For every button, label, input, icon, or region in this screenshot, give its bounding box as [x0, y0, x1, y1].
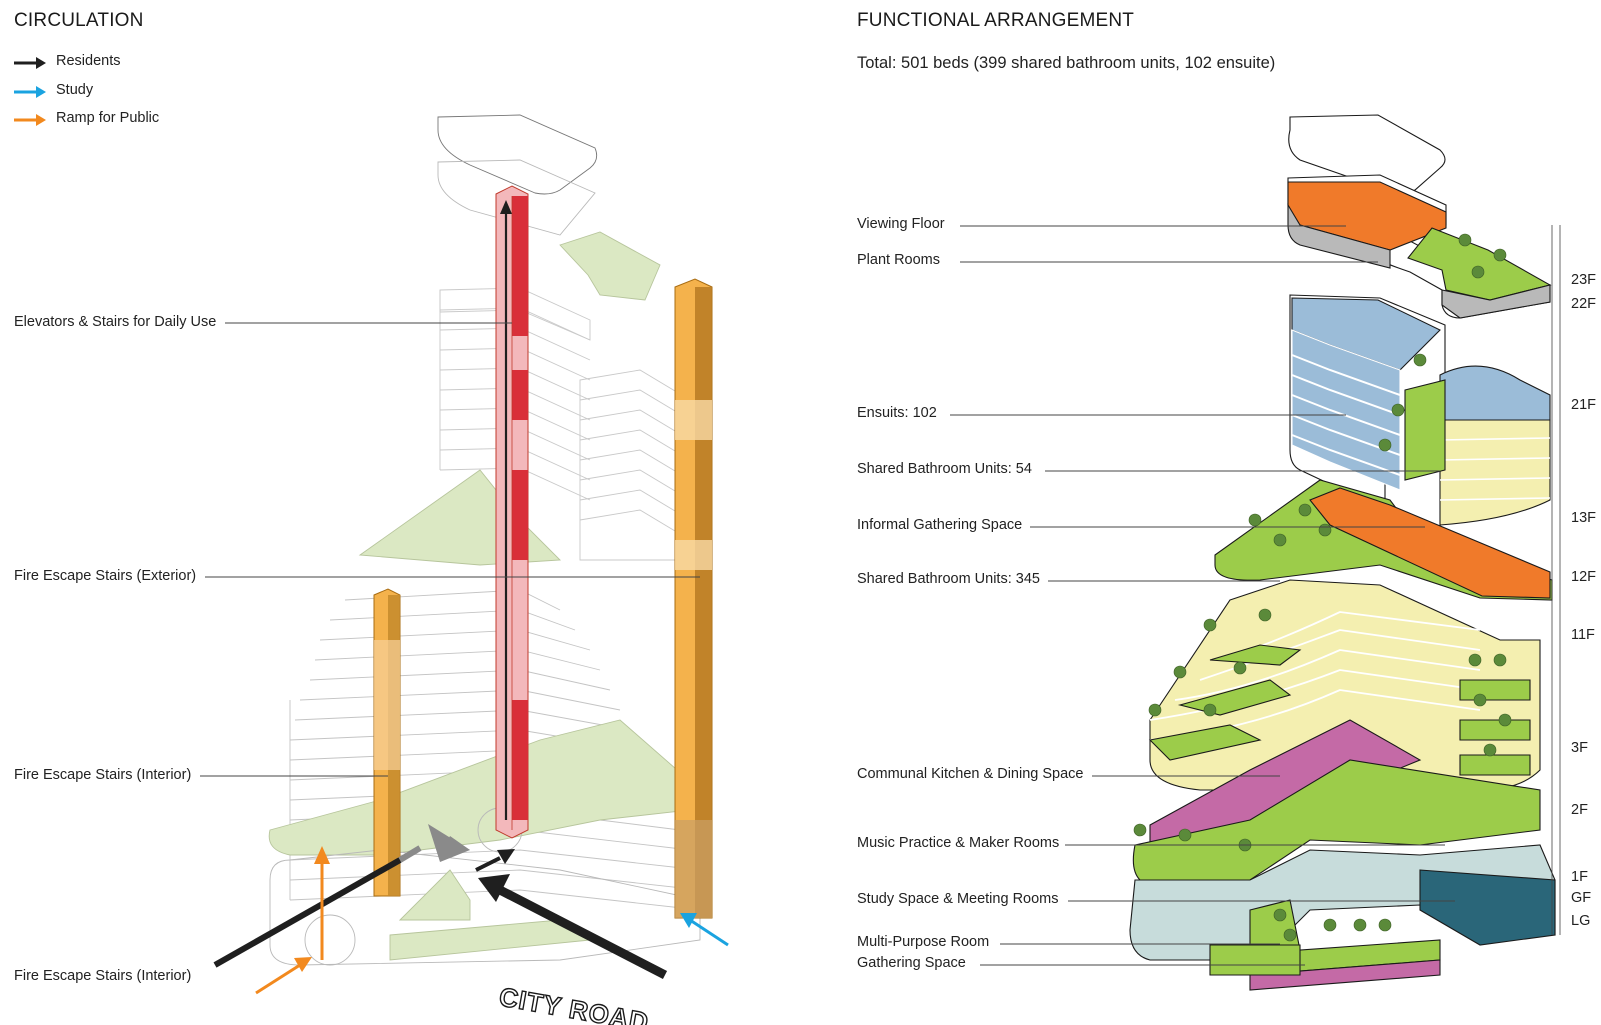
legend-label-study: Study — [56, 82, 94, 98]
floor-label-13f: 13F — [1571, 510, 1596, 526]
callout-gathering-space: Gathering Space — [857, 955, 970, 971]
arrow-icon-residents — [14, 57, 46, 69]
callout-multi-purpose: Multi-Purpose Room — [857, 934, 994, 950]
circulation-title: CIRCULATION — [14, 10, 144, 31]
floor-label-lg: LG — [1571, 913, 1591, 929]
legend-label-residents: Residents — [56, 53, 121, 69]
left-leader-lines — [200, 322, 700, 777]
interior-fire-stair — [373, 588, 401, 897]
callout-shared-bath-54: Shared Bathroom Units: 54 — [857, 461, 1036, 477]
circulation-axonometric — [268, 114, 701, 966]
floor-label-12f: 12F — [1571, 569, 1596, 585]
elevator-core — [495, 185, 529, 839]
circulation-arrows — [213, 824, 729, 995]
legend-label-ramp: Ramp for Public — [56, 110, 160, 126]
callout-ensuites: Ensuits: 102 — [857, 405, 941, 421]
callout-fire-escape-exterior: Fire Escape Stairs (Exterior) — [14, 568, 201, 584]
callout-fire-escape-interior-upper: Fire Escape Stairs (Interior) — [14, 767, 196, 783]
floor-label-2f: 2F — [1571, 802, 1588, 818]
floor-label-11f: 11F — [1571, 627, 1595, 643]
floor-guide-lines — [1551, 225, 1561, 935]
street-label: CITY ROAD — [497, 981, 651, 1025]
floor-label-22f: 22F — [1571, 296, 1596, 312]
floor-label-21f: 21F — [1571, 397, 1596, 413]
arrow-icon-study — [14, 86, 46, 98]
callout-informal-gathering: Informal Gathering Space — [857, 517, 1027, 533]
callout-plant-rooms: Plant Rooms — [857, 252, 945, 268]
functional-axonometric — [1129, 114, 1556, 991]
floor-label-gf: GF — [1571, 890, 1592, 906]
callout-music-maker: Music Practice & Maker Rooms — [857, 835, 1064, 851]
exterior-fire-stair — [674, 278, 713, 919]
callout-shared-bath-345: Shared Bathroom Units: 345 — [857, 571, 1044, 587]
callout-communal-kitchen: Communal Kitchen & Dining Space — [857, 766, 1088, 782]
callout-fire-escape-interior-lower: Fire Escape Stairs (Interior) — [14, 968, 196, 984]
callout-elevators-stairs: Elevators & Stairs for Daily Use — [14, 314, 221, 330]
functional-arrangement-title: FUNCTIONAL ARRANGEMENT — [857, 10, 1135, 31]
tree-icons — [1133, 233, 1512, 942]
right-leader-lines — [950, 225, 1455, 966]
arrow-icon-ramp — [14, 114, 46, 126]
floor-label-1f: 1F — [1571, 869, 1588, 885]
total-beds-text: Total: 501 beds (399 shared bathroom uni… — [857, 54, 1276, 72]
floor-label-3f: 3F — [1571, 740, 1588, 756]
floor-label-23f: 23F — [1571, 272, 1596, 288]
callout-study-meeting: Study Space & Meeting Rooms — [857, 891, 1063, 907]
callout-viewing-floor: Viewing Floor — [857, 216, 949, 232]
